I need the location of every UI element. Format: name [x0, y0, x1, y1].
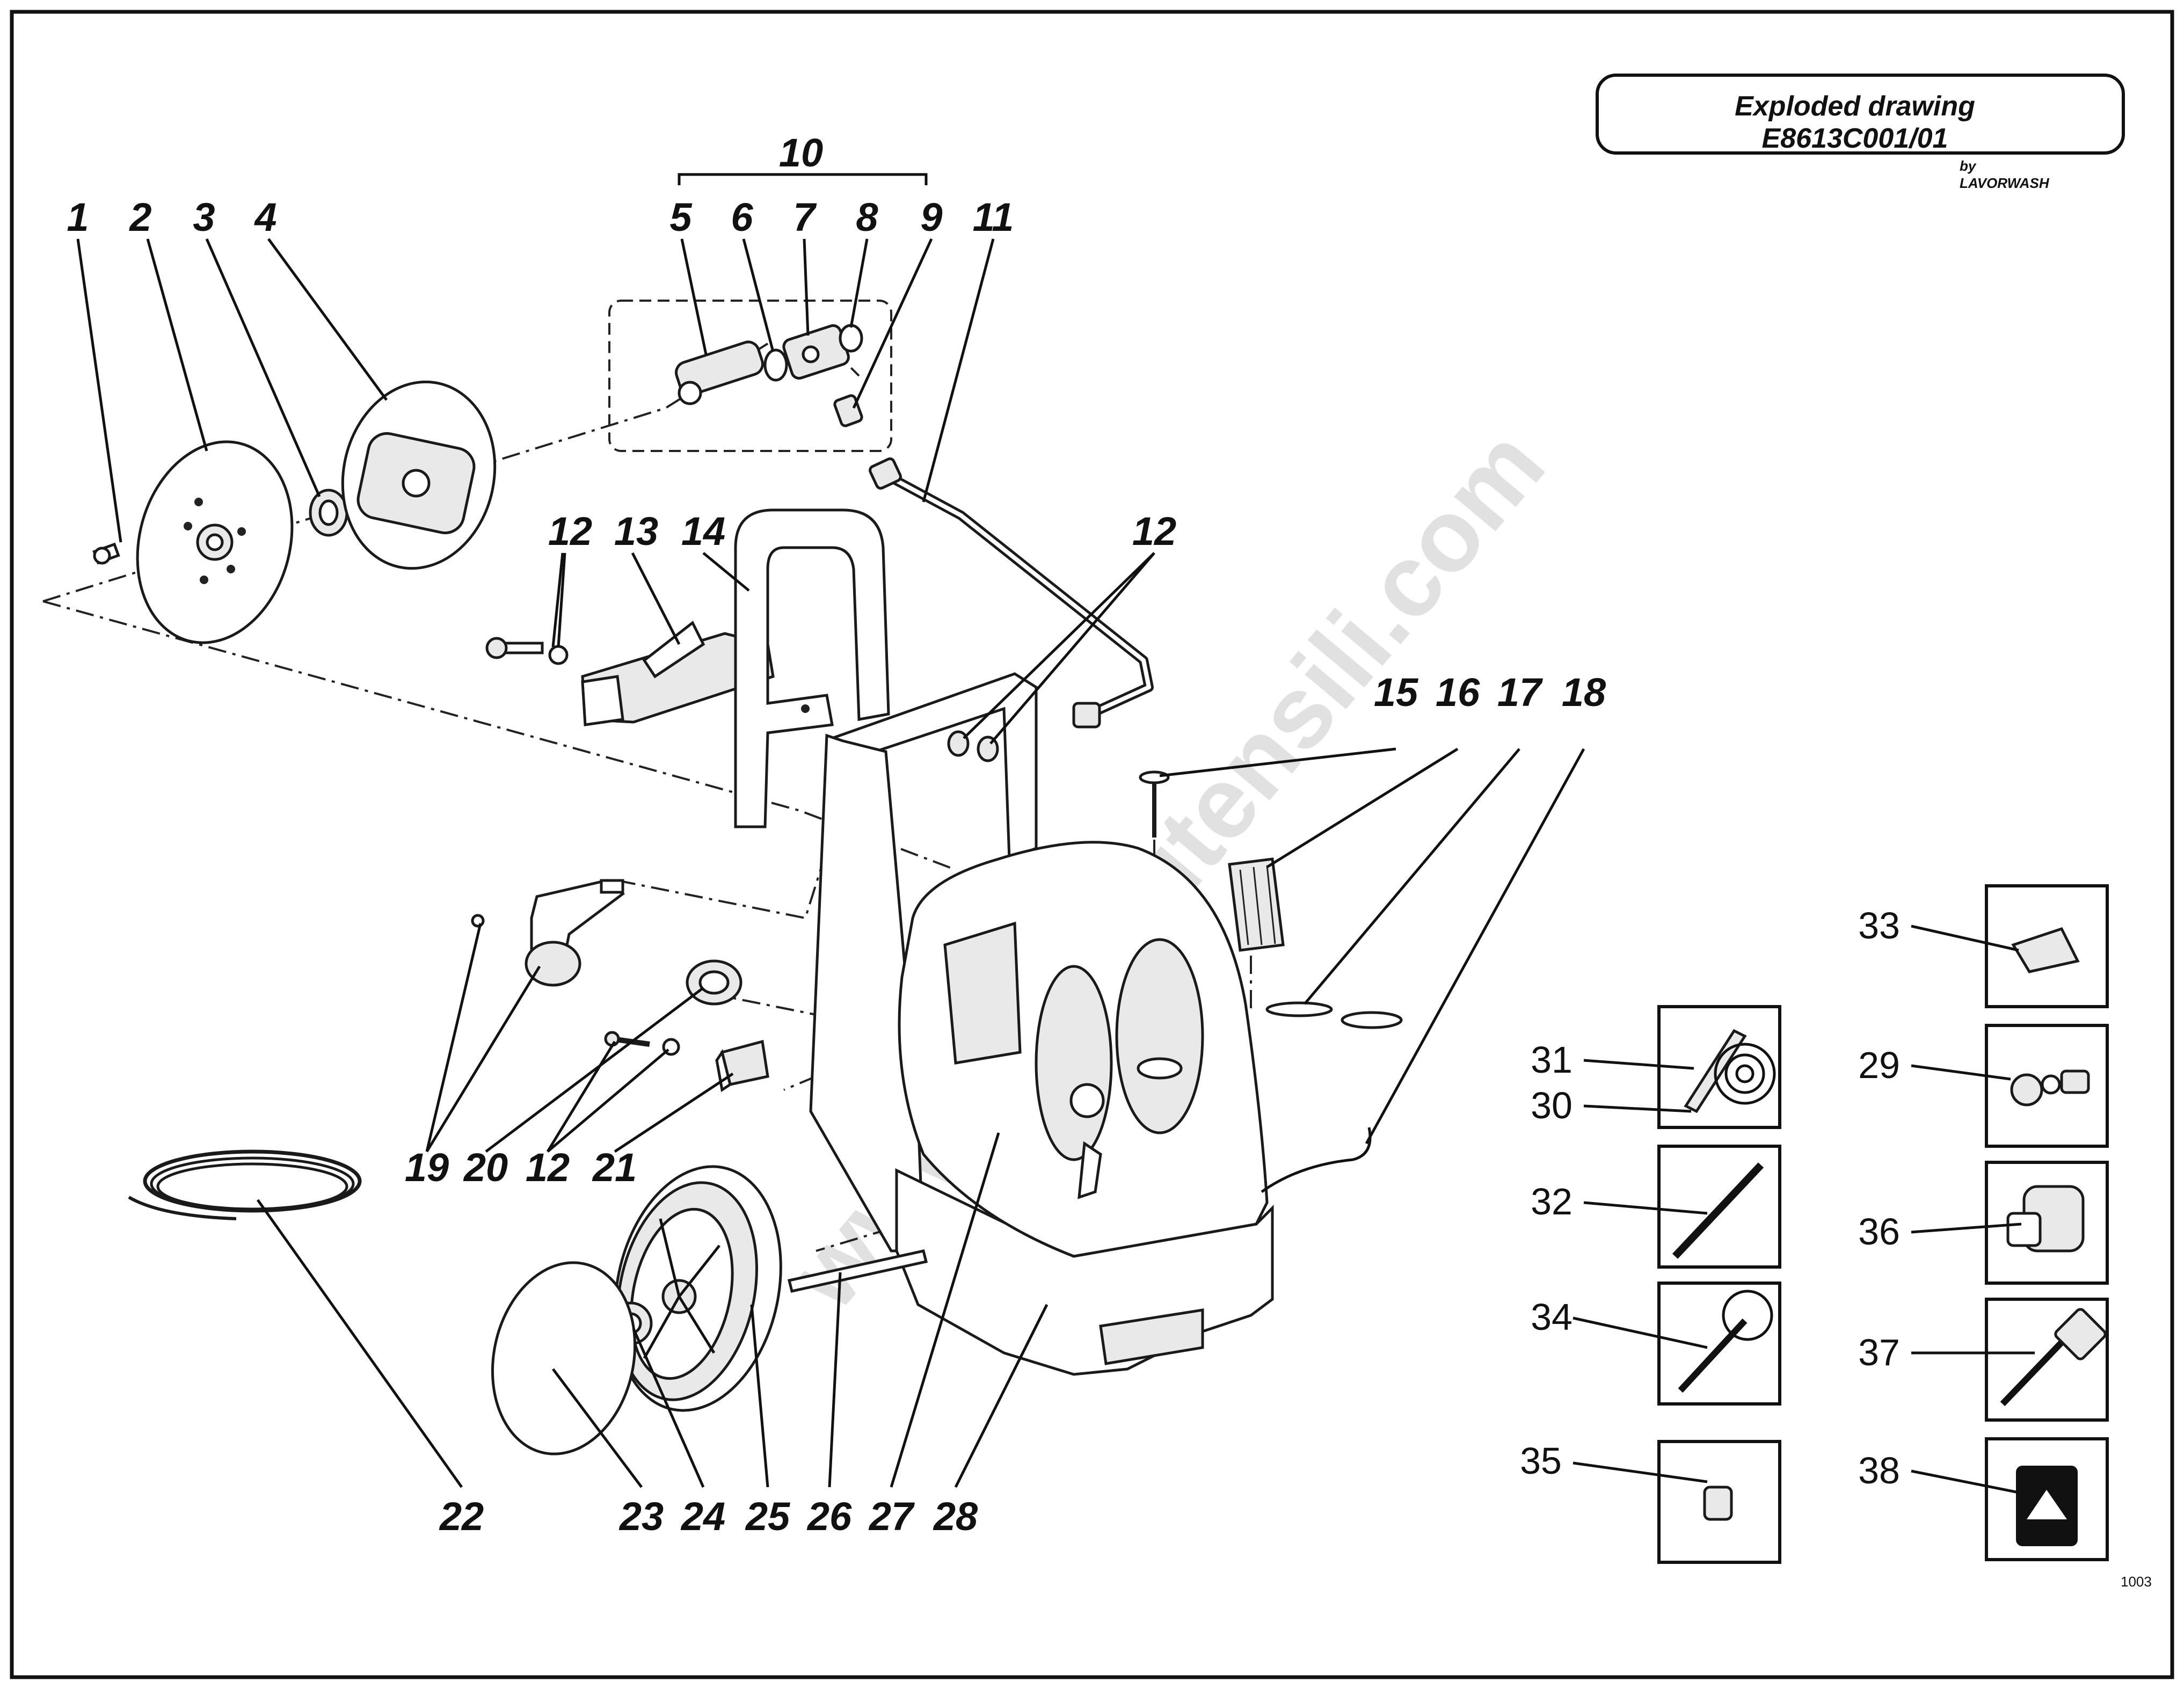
title-box	[1596, 74, 2125, 155]
label-3: 3	[193, 195, 215, 239]
drawing-code: E8613C001/01	[1762, 123, 1948, 154]
title-block: Exploded drawing E8613C001/01 by LAVORWA…	[1596, 74, 2125, 191]
label-7: 7	[793, 195, 817, 239]
brand-label: LAVORWASH	[1960, 175, 2050, 191]
part-2-reel-disc	[136, 440, 294, 644]
part-14-handle	[734, 508, 890, 828]
label-11: 11	[973, 195, 1014, 239]
acc-label-31: 31	[1531, 1039, 1573, 1081]
part-26-axle	[787, 1249, 928, 1293]
label-10: 10	[779, 130, 823, 175]
part-18-cable	[1261, 1127, 1372, 1193]
acc-label-29: 29	[1858, 1044, 1900, 1086]
part-13-bracket	[581, 621, 775, 726]
part-23-wheel-cover	[491, 1261, 637, 1455]
label-1: 1	[67, 195, 89, 239]
label-4: 4	[253, 195, 276, 239]
label-21: 21	[592, 1145, 637, 1190]
part-19-crank	[471, 879, 625, 987]
label-12-bottom: 12	[526, 1145, 570, 1190]
part-17-gasket	[1265, 1001, 1403, 1029]
part-1-screw	[92, 542, 120, 565]
page-border	[10, 10, 2174, 1679]
part-labels: 1 2 3 4 5 6 7 8 9 10 11 12 13 14 12 15 1…	[67, 130, 1606, 1539]
label-18: 18	[1562, 670, 1606, 715]
part-21-clamp	[715, 1039, 769, 1093]
label-13: 13	[614, 509, 658, 554]
acc-label-30: 30	[1531, 1084, 1573, 1126]
part-3-bushing	[309, 489, 348, 537]
label-16: 16	[1436, 670, 1480, 715]
label-26: 26	[806, 1494, 852, 1539]
label-23: 23	[618, 1494, 664, 1539]
label-27: 27	[868, 1494, 915, 1539]
label-5: 5	[669, 195, 693, 239]
label-24: 24	[680, 1494, 725, 1539]
label-12-right: 12	[1132, 509, 1176, 554]
part-4-reel-flange	[341, 380, 497, 570]
acc-label-32: 32	[1531, 1181, 1573, 1222]
part-6-o-ring	[763, 348, 788, 382]
part-22-hose	[128, 1149, 362, 1220]
acc-label-36: 36	[1858, 1211, 1900, 1253]
label-8: 8	[856, 195, 878, 239]
part-5-connector	[675, 340, 764, 405]
part-11-outlet-pipe	[869, 457, 1154, 729]
label-22: 22	[439, 1494, 484, 1539]
part-28-chassis	[895, 1168, 1274, 1376]
accessories-panel: 31 30 32 34 35 33 29 36 37 38	[1520, 884, 2109, 1564]
label-15: 15	[1374, 670, 1419, 715]
label-2: 2	[128, 195, 151, 239]
acc-label-38: 38	[1858, 1450, 1900, 1491]
part-20-collar	[686, 959, 742, 1006]
acc-label-33: 33	[1858, 905, 1900, 947]
label-25: 25	[745, 1494, 791, 1539]
part-7-union	[782, 324, 850, 380]
part-8-ring	[839, 324, 863, 353]
part-12-nuts-right	[947, 730, 999, 762]
drawing-title: Exploded drawing	[1735, 91, 1975, 122]
label-12-left: 12	[548, 509, 592, 554]
acc-label-37: 37	[1858, 1331, 1900, 1373]
page-code: 1003	[2121, 1574, 2152, 1590]
acc-box-rotary-lance	[1657, 1282, 1781, 1406]
acc-label-34: 34	[1531, 1296, 1573, 1338]
part-12-screw-left	[485, 637, 569, 665]
label-6: 6	[731, 195, 753, 239]
fitting-group-box	[608, 300, 892, 452]
part-16-knob	[1228, 857, 1285, 952]
label-19: 19	[405, 1145, 449, 1190]
acc-label-35: 35	[1520, 1440, 1562, 1482]
by-label: by	[1960, 158, 1977, 174]
leader-lines	[76, 173, 1585, 1488]
label-17: 17	[1497, 670, 1544, 715]
label-20: 20	[463, 1145, 508, 1190]
label-28: 28	[933, 1494, 978, 1539]
part-25-wheel	[614, 1165, 782, 1412]
frame	[809, 672, 1038, 1253]
label-14: 14	[681, 509, 725, 554]
label-9: 9	[920, 195, 942, 239]
